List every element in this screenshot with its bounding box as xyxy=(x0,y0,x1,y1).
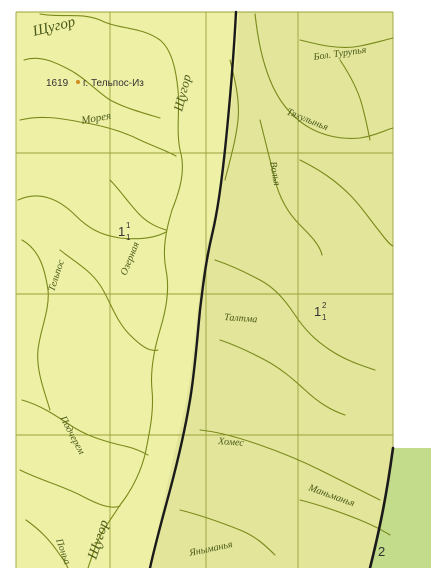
label-volya: Волья xyxy=(267,161,282,187)
zone-strip-fill xyxy=(370,448,431,568)
zone-index-3: 2 xyxy=(378,544,385,559)
zone-index-2: 1 2 1 xyxy=(314,301,327,322)
zone-index-1: 1 1 1 xyxy=(118,221,131,242)
frame-top xyxy=(0,0,431,12)
svg-text:1: 1 xyxy=(118,224,125,239)
boundary-line-east xyxy=(368,446,395,568)
svg-text:1: 1 xyxy=(126,221,131,230)
river-network xyxy=(17,13,394,568)
boundary-line xyxy=(148,10,238,568)
label-moroya: Морея xyxy=(79,110,112,127)
grid-lines xyxy=(15,11,394,568)
frame-right xyxy=(393,0,431,448)
frame-left xyxy=(0,0,16,568)
peak-marker xyxy=(76,80,80,84)
svg-text:2: 2 xyxy=(322,301,327,310)
peak-name: г. Тельпос-Из xyxy=(83,78,144,89)
svg-text:1: 1 xyxy=(314,304,321,319)
label-khomes: Хомес xyxy=(217,436,245,449)
svg-text:1: 1 xyxy=(126,233,131,242)
label-taltma: Талтма xyxy=(224,312,258,325)
peak-elevation: 1619 xyxy=(46,78,69,89)
zone-east-fill xyxy=(150,0,431,568)
svg-text:1: 1 xyxy=(322,313,327,322)
